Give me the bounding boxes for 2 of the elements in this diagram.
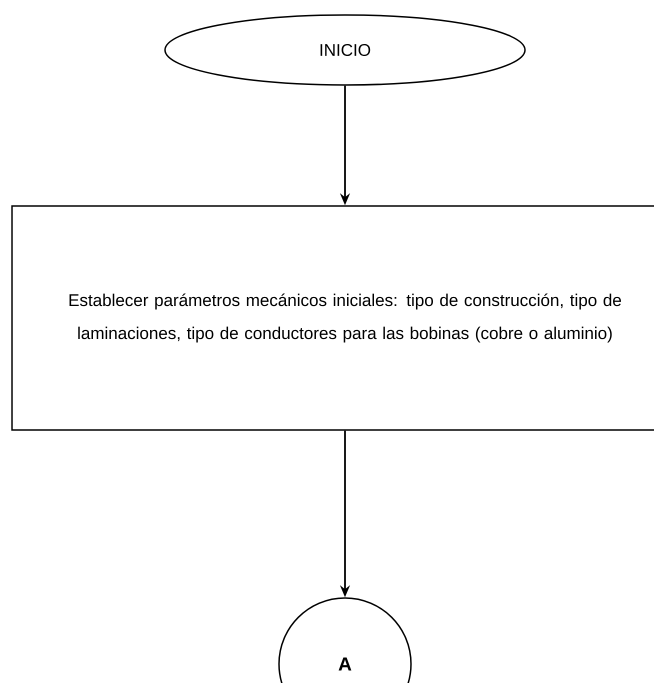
start-terminal: INICIO — [164, 14, 526, 86]
process-box: Establecer parámetros mecánicos iniciales: tipo de construcción, tipo de laminaciones, tipo de conductores para las bobinas (cobre o aluminio) — [11, 205, 654, 431]
